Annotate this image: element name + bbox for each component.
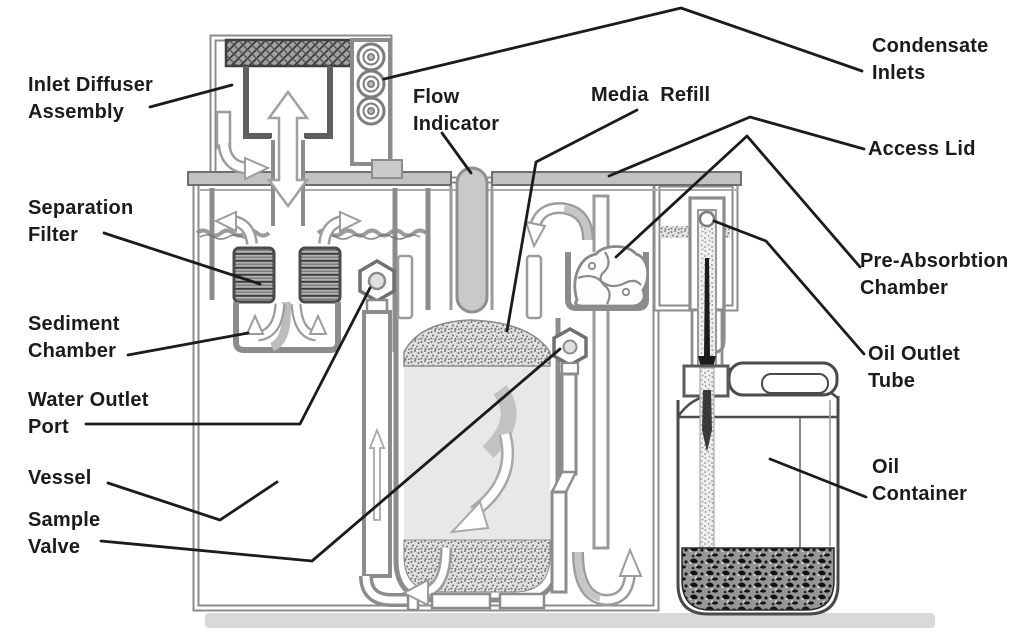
label-media-refill: Media Refill — [591, 84, 711, 106]
circulation-arrow-white — [449, 500, 490, 534]
oil-container-part — [676, 361, 840, 616]
label-oil-outlet-tube: Oil Outlet Tube — [868, 343, 960, 392]
label-flow-indicator: Flow Indicator — [413, 86, 500, 135]
oil-tube-top-port — [698, 210, 716, 228]
diffuser-inner-box — [243, 66, 333, 139]
leader-lines — [84, 6, 868, 563]
label-inlet-diffuser-assembly: Inlet Diffuser Assembly — [28, 74, 154, 123]
leader-media-refill — [505, 108, 639, 333]
pipe-up-arrow — [368, 427, 386, 521]
sample-valve-part — [549, 326, 588, 594]
inlet-downpipe — [215, 110, 232, 150]
media-top-stipple — [403, 319, 551, 367]
leader-access-lid — [607, 115, 866, 178]
vertical-flow-arrow — [266, 89, 310, 209]
pre-absorbtion-chamber-part — [565, 245, 650, 311]
oil-down-arrow — [698, 258, 716, 392]
leader-sediment-chamber — [126, 331, 250, 357]
label-access-lid: Access Lid — [868, 138, 976, 160]
leader-oil-outlet-tube — [712, 219, 866, 356]
separation-filter-right — [298, 246, 342, 304]
water-outlet-port-part — [358, 258, 420, 612]
label-separation-filter: Separation Filter — [28, 197, 134, 246]
leader-vessel — [106, 480, 279, 522]
leader-water-outlet-port — [84, 286, 372, 426]
leader-oil-container — [768, 457, 868, 499]
leader-sample-valve — [99, 347, 562, 563]
label-sediment-chamber: Sediment Chamber — [28, 313, 120, 362]
flow-indicator-pill — [455, 166, 489, 314]
inlet-flow-arrow — [244, 156, 271, 181]
label-sample-valve: Sample Valve — [28, 509, 101, 558]
media-basket — [393, 254, 561, 610]
collected-oil — [681, 547, 835, 611]
flow-indicator-part — [449, 166, 494, 314]
sediment-tray — [233, 302, 341, 353]
leader-condensate-inlets — [382, 6, 864, 81]
label-water-outlet-port: Water Outlet Port — [28, 389, 149, 438]
leader-separation-filter — [102, 231, 262, 286]
water-line — [195, 228, 271, 238]
label-oil-container: Oil Container — [872, 456, 968, 505]
inlet-diffuser-part — [215, 38, 403, 181]
diffuser-cap-hatched — [224, 38, 354, 68]
arch-arrow-head — [524, 220, 547, 249]
label-vessel: Vessel — [28, 467, 92, 489]
leader-pre-absorbtion-chamber — [614, 134, 862, 269]
label-condensate-inlets: Condensate Inlets — [872, 35, 989, 84]
condensate-inlet-fittings — [356, 42, 386, 126]
uturn-arrow-head — [618, 547, 643, 577]
leader-flow-indicator — [440, 131, 473, 175]
label-pre-absorbtion-chamber: Pre-Absorbtion Chamber — [860, 250, 1009, 299]
floor-shadow — [205, 613, 935, 628]
center-riser-tube — [266, 89, 310, 226]
separation-filter-left — [232, 246, 276, 304]
leader-inlet-diffuser-assembly — [148, 83, 234, 109]
